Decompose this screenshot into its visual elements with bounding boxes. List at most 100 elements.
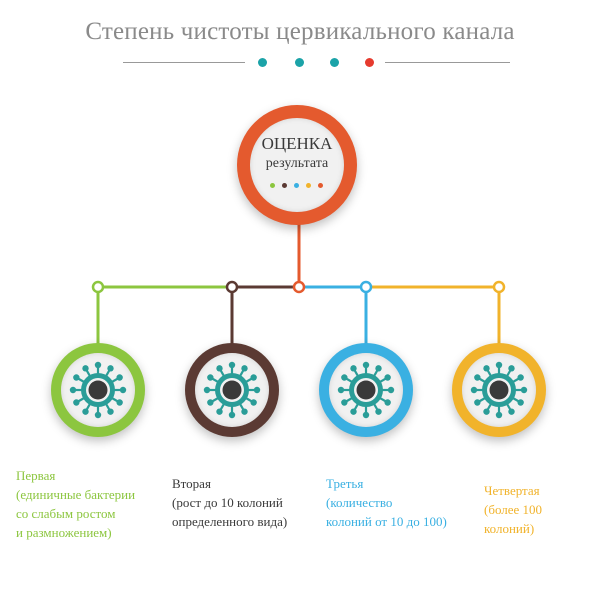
virus-spike-tip	[82, 365, 89, 372]
junction-yellow	[492, 280, 506, 294]
stage-node-4	[452, 343, 546, 437]
virus-spike-tip	[228, 411, 236, 419]
virus-spike-tip	[250, 399, 257, 406]
title-divider-right	[385, 62, 510, 63]
virus-spike-tip	[350, 365, 357, 372]
stage-node-4-face	[462, 353, 536, 427]
stage-4-desc-1: (более 100	[484, 502, 543, 517]
stage-node-2	[185, 343, 279, 437]
junction-brown	[225, 280, 239, 294]
stage-1-desc-3: и размножением)	[16, 525, 112, 540]
virus-spike-tip	[228, 361, 236, 369]
virus-spike-tip	[107, 365, 114, 372]
virus-spike-tip	[203, 386, 211, 394]
virus-spike-tip	[216, 408, 223, 415]
stage-label-4: Четвертая (более 100 колоний)	[484, 481, 542, 538]
virus-spike-tip	[384, 374, 391, 381]
stage-4-desc-2: колоний)	[484, 521, 535, 536]
virus-icon	[337, 361, 395, 419]
center-title: ОЦЕНКА	[261, 134, 333, 153]
virus-spike-tip	[520, 386, 528, 394]
virus-spike-tip	[362, 361, 370, 369]
virus-spike-tip	[362, 411, 370, 419]
virus-spike-tip	[483, 408, 490, 415]
stage-node-1-face	[61, 353, 135, 427]
title-dot-2	[295, 58, 304, 67]
virus-core	[356, 380, 376, 400]
virus-spike-tip	[116, 399, 123, 406]
center-dot-5	[318, 183, 323, 188]
virus-spike-tip	[375, 408, 382, 415]
virus-spike-tip	[495, 361, 503, 369]
center-dot-4	[306, 183, 311, 188]
stage-1-desc-1: (единичные бактерии	[16, 487, 136, 502]
stage-1-desc-2: со слабым ростом	[16, 506, 116, 521]
virus-spike-tip	[508, 365, 515, 372]
stage-1-name: Первая	[16, 468, 56, 483]
virus-spike-tip	[474, 374, 481, 381]
virus-icon	[203, 361, 261, 419]
virus-spike-tip	[73, 399, 80, 406]
center-node: ОЦЕНКА результата	[237, 105, 357, 225]
stage-label-3: Третья (количество колоний от 10 до 100)	[326, 474, 447, 531]
stage-2-desc-1: (рост до 10 колоний	[172, 495, 283, 510]
junction-green	[91, 280, 105, 294]
title-divider-left	[123, 62, 245, 63]
junction-blue	[359, 280, 373, 294]
title-dot-1	[258, 58, 267, 67]
stage-label-2: Вторая (рост до 10 колоний определенного…	[172, 474, 287, 531]
stage-3-name: Третья	[326, 476, 364, 491]
virus-spike-tip	[341, 374, 348, 381]
virus-icon	[470, 361, 528, 419]
virus-core	[88, 380, 108, 400]
virus-spike-tip	[517, 399, 524, 406]
virus-spike-tip	[241, 408, 248, 415]
virus-spike-tip	[73, 374, 80, 381]
virus-spike-tip	[508, 408, 515, 415]
virus-spike-tip	[483, 365, 490, 372]
virus-spike-tip	[495, 411, 503, 419]
center-dot-3	[294, 183, 299, 188]
virus-spike-tip	[207, 399, 214, 406]
stage-node-2-face	[195, 353, 269, 427]
stage-node-1	[51, 343, 145, 437]
virus-spike-tip	[216, 365, 223, 372]
center-dot-2	[282, 183, 287, 188]
title-dot-4	[365, 58, 374, 67]
virus-spike-tip	[94, 411, 102, 419]
stage-label-1: Первая (единичные бактерии со слабым рос…	[16, 466, 135, 542]
stage-3-desc-2: колоний от 10 до 100)	[326, 514, 447, 529]
stage-4-name: Четвертая	[484, 483, 540, 498]
center-node-face: ОЦЕНКА результата	[250, 118, 344, 212]
virus-spike-tip	[474, 399, 481, 406]
stage-2-desc-2: определенного вида)	[172, 514, 288, 529]
virus-icon	[69, 361, 127, 419]
virus-spike-tip	[241, 365, 248, 372]
center-dot-1	[270, 183, 275, 188]
virus-core	[489, 380, 509, 400]
center-subtitle: результата	[265, 156, 329, 171]
stage-node-3-face	[329, 353, 403, 427]
virus-spike-tip	[207, 374, 214, 381]
virus-spike-tip	[69, 386, 77, 394]
virus-spike-tip	[387, 386, 395, 394]
title-dot-3	[330, 58, 339, 67]
virus-spike-tip	[116, 374, 123, 381]
virus-spike-tip	[341, 399, 348, 406]
center-dots	[270, 183, 324, 189]
virus-spike-tip	[337, 386, 345, 394]
virus-spike-tip	[384, 399, 391, 406]
virus-spike-tip	[250, 374, 257, 381]
virus-spike-tip	[517, 374, 524, 381]
virus-spike-tip	[350, 408, 357, 415]
stage-2-name: Вторая	[172, 476, 211, 491]
virus-spike-tip	[82, 408, 89, 415]
virus-spike-tip	[375, 365, 382, 372]
virus-spike-tip	[253, 386, 261, 394]
junction-center	[292, 280, 306, 294]
virus-core	[222, 380, 242, 400]
stage-3-desc-1: (количество	[326, 495, 393, 510]
virus-spike-tip	[119, 386, 127, 394]
virus-spike-tip	[470, 386, 478, 394]
